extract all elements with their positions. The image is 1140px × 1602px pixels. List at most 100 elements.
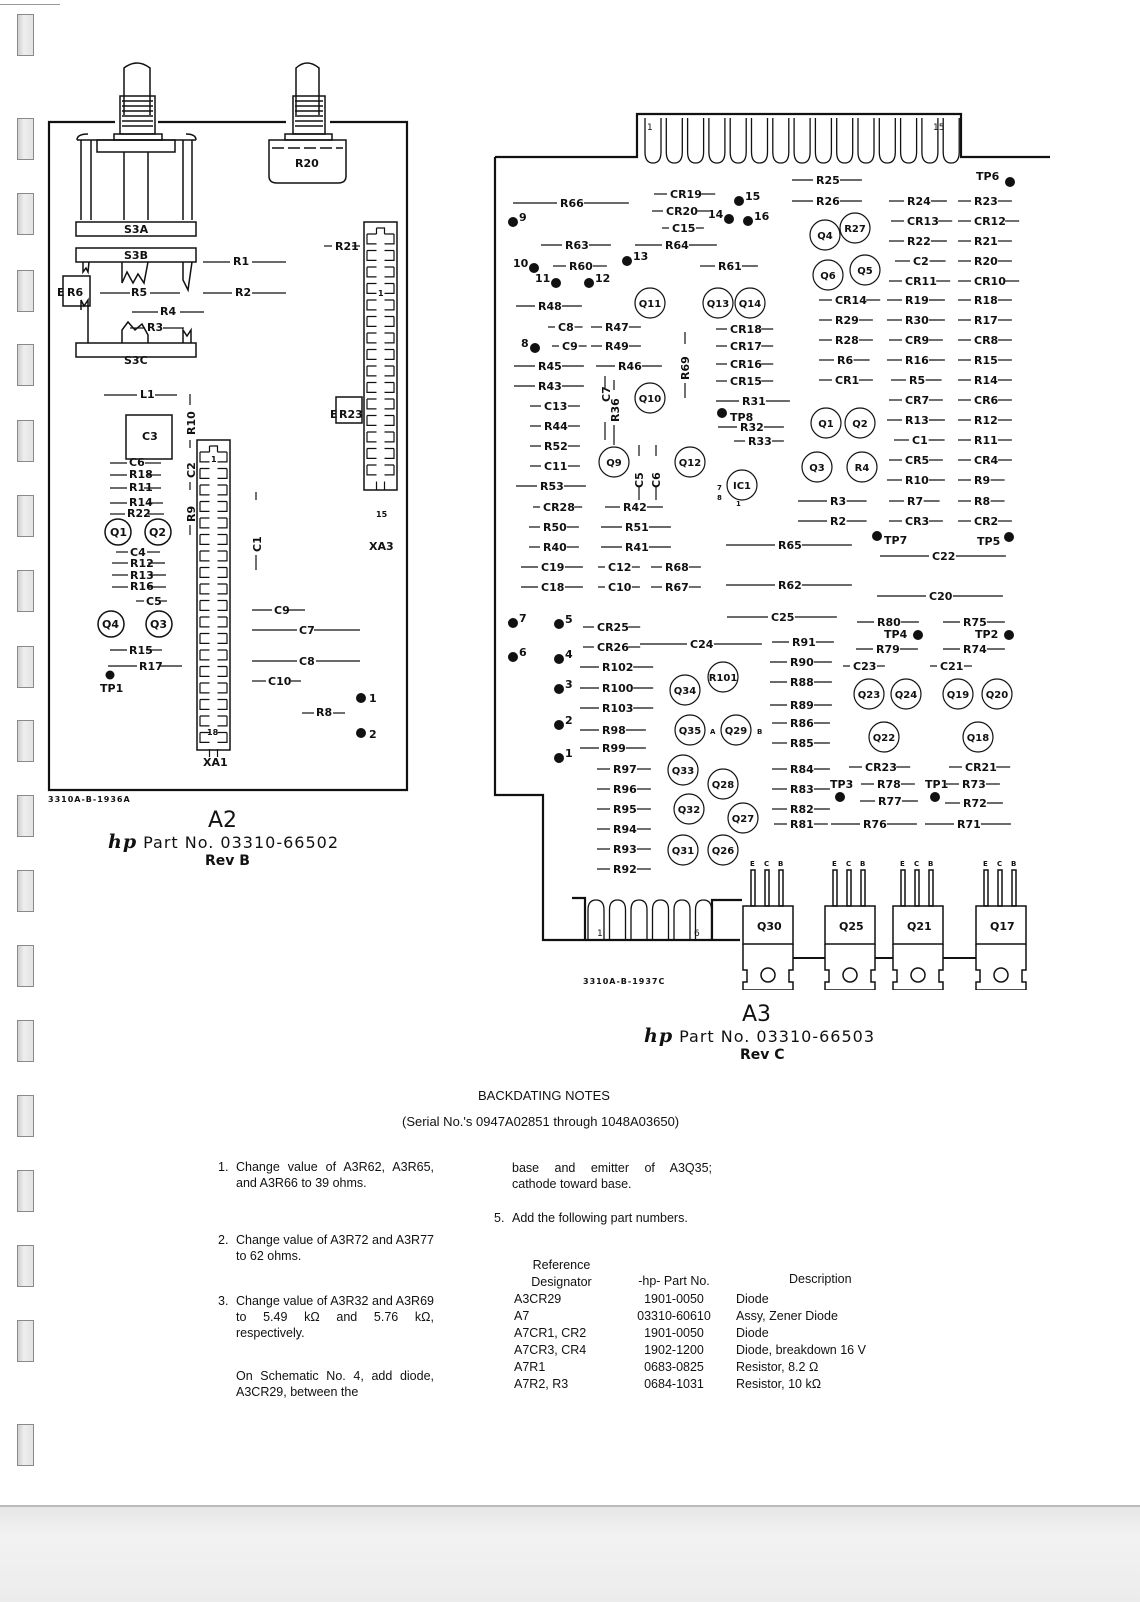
binder-hole	[17, 420, 34, 462]
terminal-15	[734, 196, 744, 206]
label-r89: R89	[790, 699, 814, 712]
edge-finger	[878, 118, 896, 164]
cell-reference: A7R2, R3	[514, 1377, 569, 1391]
label-tp4: TP4	[884, 628, 908, 641]
label-r73: R73	[962, 778, 986, 791]
label-r67: R67	[665, 581, 689, 594]
terminal-2	[554, 720, 564, 730]
label-r6: R6	[67, 286, 83, 299]
label-r15: R15	[129, 644, 153, 657]
label-r77: R77	[878, 795, 902, 808]
label-r93: R93	[613, 843, 637, 856]
terminal-6	[508, 652, 518, 662]
label-r52: R52	[544, 440, 568, 453]
component-q2	[844, 407, 876, 439]
label-c19: C19	[541, 561, 564, 574]
label-q18: Q18	[967, 733, 989, 744]
component-q10	[634, 382, 666, 414]
label-r20: R20	[974, 255, 998, 268]
label-cr20: CR20	[666, 205, 698, 218]
label-c23: C23	[853, 660, 876, 673]
binder-hole	[17, 720, 34, 762]
label-r92: R92	[613, 863, 637, 876]
label-r91: R91	[792, 636, 816, 649]
edge-finger	[708, 118, 726, 164]
label-q11: Q11	[639, 299, 661, 310]
label-r48: R48	[538, 300, 562, 313]
label-r75: R75	[963, 616, 987, 629]
terminal-label: 4	[565, 648, 573, 661]
label-r8: R8	[974, 495, 990, 508]
edge-finger	[836, 118, 854, 164]
label-r5: R5	[131, 286, 147, 299]
label-xa3-last: 15	[376, 510, 388, 519]
label-cr9: CR9	[905, 334, 929, 347]
label-xa3: XA3	[369, 540, 394, 553]
label-r18: R18	[129, 468, 153, 481]
label-r41: R41	[625, 541, 649, 554]
label-q19: Q19	[947, 690, 969, 701]
label-ic1: IC1	[733, 481, 751, 492]
component-r27	[839, 212, 871, 244]
label-q31: Q31	[672, 846, 694, 857]
component-q35	[674, 714, 706, 746]
label-c10: C10	[608, 581, 632, 594]
terminal-label: 2	[565, 714, 573, 727]
edge-finger	[694, 899, 713, 940]
terminal-16	[743, 216, 753, 226]
bottom-connector-last: 6	[694, 929, 700, 939]
component-q13	[702, 287, 734, 319]
label-r86: R86	[790, 717, 814, 730]
terminal-label: 13	[633, 250, 648, 263]
terminal-5	[554, 619, 564, 629]
label-r13: R13	[905, 414, 929, 427]
label-q33: Q33	[672, 766, 694, 777]
label-e-r23: E	[330, 408, 338, 421]
binder-hole	[17, 1424, 34, 1466]
label-r99: R99	[602, 742, 626, 755]
label-r61: R61	[718, 260, 742, 273]
switch-shaft	[123, 62, 151, 115]
test-point-tp4	[913, 630, 923, 640]
switch-wafer-s3a	[75, 221, 197, 237]
ic1-pin-mark: 8	[717, 494, 722, 502]
label-c20: C20	[929, 590, 953, 603]
label-r36: R36	[609, 398, 622, 422]
a3-drawing-number: 3310A-B-1937C	[583, 977, 666, 986]
binder-hole	[17, 1170, 34, 1212]
label-c12: C12	[608, 561, 631, 574]
label-c1: C1	[912, 434, 928, 447]
notes-serial-range: (Serial No.'s 0947A02851 through 1048A03…	[402, 1114, 680, 1129]
label-r63: R63	[565, 239, 589, 252]
cell-reference: A3CR29	[514, 1292, 562, 1306]
label-c6: C6	[650, 472, 663, 488]
label-r23: R23	[974, 195, 998, 208]
label-q6: Q6	[820, 271, 836, 282]
component-q18	[962, 721, 994, 753]
label-c8: C8	[558, 321, 574, 334]
label-r65: R65	[778, 539, 802, 552]
notes-title: BACKDATING NOTES	[478, 1088, 610, 1103]
pin-label: C	[764, 860, 769, 868]
label-q3: Q3	[809, 463, 825, 474]
pin-label: B	[778, 860, 783, 868]
label-q2: Q2	[149, 526, 166, 539]
label-r17: R17	[974, 314, 998, 327]
label-xa1: XA1	[203, 756, 228, 769]
label-r30: R30	[905, 314, 929, 327]
terminal-label: 15	[745, 190, 760, 203]
transistor-circles	[598, 212, 1013, 866]
terminal-4	[554, 654, 564, 664]
edge-finger	[608, 899, 627, 940]
component-q23	[853, 678, 885, 710]
label-cr18: CR18	[730, 323, 762, 336]
label-r66: R66	[560, 197, 584, 210]
label-r24: R24	[907, 195, 931, 208]
pin-label: E	[900, 860, 905, 868]
component-q9	[598, 446, 630, 478]
label-r100: R100	[602, 682, 634, 695]
edge-finger	[899, 118, 918, 164]
label-c2: C2	[913, 255, 929, 268]
